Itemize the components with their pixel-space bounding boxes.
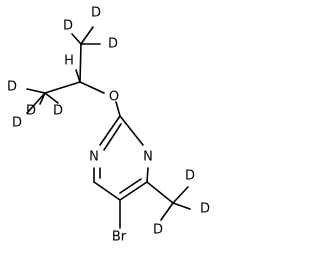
bond-c4-methyl <box>146 181 174 204</box>
bond-ch3top-d1 <box>80 26 94 45</box>
bond-n1-c2-double <box>103 123 122 151</box>
bond-ch3top-d3 <box>71 33 82 45</box>
bond-ch-h <box>75 69 81 83</box>
atom-h-ch: H <box>64 54 74 69</box>
pyrimidine-ring <box>93 115 149 201</box>
bond-ch-ch3-top <box>79 43 82 83</box>
atom-d-methyl-right: D <box>200 202 210 217</box>
atom-n3: N <box>143 150 153 165</box>
bond-c5-c6 <box>93 181 121 201</box>
bond-ch3left-d3 <box>44 92 59 104</box>
atom-br: Br <box>112 230 127 245</box>
atom-d-top-right: D <box>108 37 118 52</box>
atom-d-top-left: D <box>63 19 73 34</box>
bond-methyl-d1 <box>172 186 189 204</box>
atom-o: O <box>109 90 119 105</box>
bond-methyl-d3 <box>160 202 174 221</box>
bond-n1-c2 <box>99 115 121 146</box>
atom-d-left-mid2: D <box>53 104 63 119</box>
atom-d-left-lower: D <box>12 116 22 131</box>
atom-n1: N <box>89 150 99 165</box>
atom-d-top: D <box>91 6 101 21</box>
bond-c4-c5-double <box>119 178 142 194</box>
chemical-structure-diagram: N N O Br D D D H D D D D D D D <box>7 6 210 245</box>
atom-d-left-upper: D <box>7 80 17 95</box>
bond-n3-c4 <box>146 167 149 183</box>
bond-o-ch <box>79 81 105 94</box>
bond-c2-n3 <box>119 115 144 146</box>
bond-c4-c5 <box>119 181 148 201</box>
atom-d-left-mid: D <box>26 104 36 119</box>
isotope-bonds <box>26 26 191 221</box>
bond-ch3left-d1 <box>26 88 46 94</box>
atom-d-methyl-top: D <box>185 169 195 184</box>
atom-d-methyl-bottom: D <box>153 223 163 238</box>
bond-ch3left-d4 <box>26 92 46 114</box>
atom-labels: N N O Br D D D H D D D D D D D <box>7 6 210 245</box>
substituent-bonds <box>44 43 174 229</box>
bond-c2-o <box>115 101 121 117</box>
bond-ch-ch3-left <box>44 81 81 94</box>
bond-methyl-d2 <box>172 202 191 210</box>
